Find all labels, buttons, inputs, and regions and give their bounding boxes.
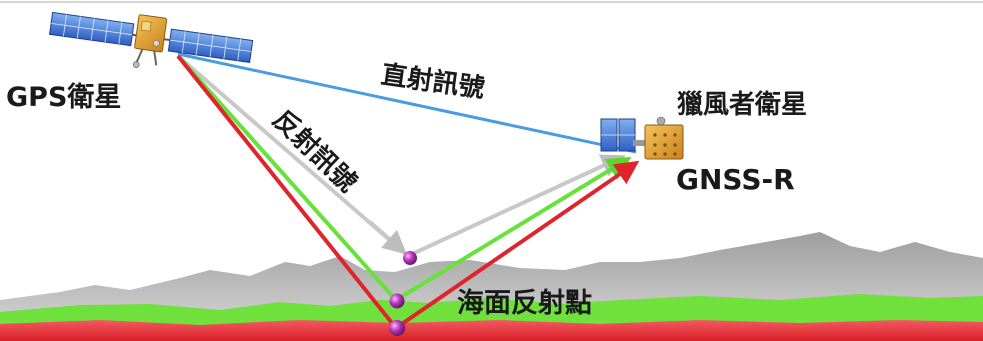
hunter-satellite-icon [600, 116, 684, 160]
hunter-satellite-label: 獵風者衛星 [677, 90, 808, 120]
gps-satellite-label: GPS衛星 [6, 82, 122, 113]
incident-gray-arrowhead [368, 220, 407, 255]
sea-red-band [0, 320, 983, 341]
reflection-point-upper [403, 251, 417, 265]
direct-signal-line [177, 52, 637, 154]
sea-green-band [0, 294, 983, 330]
sea-reflection-point-label: 海面反射點 [457, 288, 592, 319]
reflection-point-lower [389, 320, 405, 336]
reflection-point-middle [389, 293, 405, 309]
gps-satellite-icon [48, 11, 254, 68]
gnss-r-label: GNSS-R [676, 163, 795, 196]
